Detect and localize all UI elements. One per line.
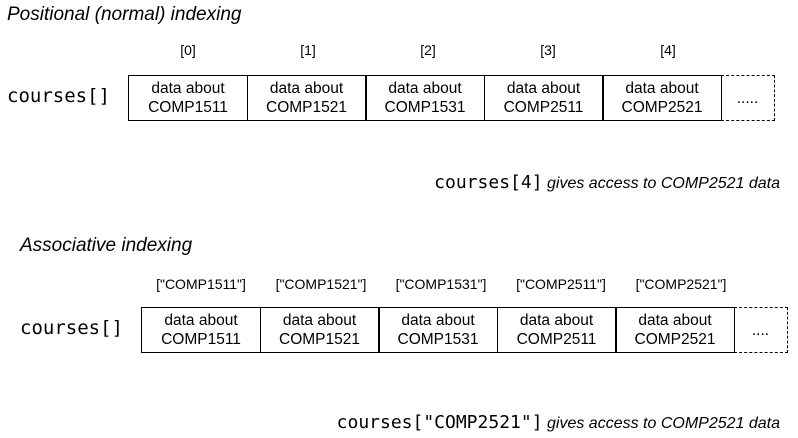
array-cell: data about COMP2521	[615, 307, 735, 353]
cell-line2: COMP2511	[503, 99, 584, 116]
caption-text: gives access to COMP2521 data	[542, 415, 780, 432]
cell-line1: data about	[506, 80, 581, 97]
array-cell: data about COMP1531	[378, 307, 498, 353]
key-label-2: ["COMP1531"]	[395, 276, 487, 292]
cell-line2: COMP2511	[516, 331, 597, 348]
cell-line1: data about	[625, 80, 699, 97]
cell-line1: data about	[401, 312, 475, 329]
associative-caption: courses["COMP2521"] gives access to COMP…	[337, 412, 780, 433]
associative-array-label: courses[]	[20, 317, 123, 339]
index-label-4: [4]	[660, 42, 676, 58]
cell-line2: COMP1531	[397, 331, 479, 348]
array-cell-more: ....	[733, 307, 788, 353]
key-label-3: ["COMP2511"]	[516, 276, 606, 292]
cell-line1: data about	[519, 312, 594, 329]
cell-line1: data about	[388, 80, 462, 97]
ellipsis-text: .....	[736, 89, 759, 107]
caption-code: courses["COMP2521"]	[336, 412, 543, 433]
key-label-0: ["COMP1511"]	[156, 276, 246, 292]
positional-array-label: courses[]	[7, 85, 110, 107]
array-cell: data about COMP2511	[483, 75, 604, 121]
index-label-2: [2]	[420, 42, 436, 58]
cell-line2: COMP1521	[279, 331, 360, 348]
associative-array: data about COMP1511 data about COMP1521 …	[141, 307, 788, 353]
cell-line2: COMP2521	[621, 99, 703, 116]
index-label-0: [0]	[180, 42, 196, 58]
cell-line1: data about	[164, 312, 238, 329]
positional-array: data about COMP1511 data about COMP1521 …	[128, 75, 775, 121]
cell-line2: COMP1511	[148, 99, 228, 116]
cell-line1: data about	[638, 312, 712, 329]
associative-heading: Associative indexing	[20, 235, 193, 256]
positional-heading: Positional (normal) indexing	[7, 4, 242, 25]
array-cell: data about COMP1511	[141, 307, 261, 353]
array-cell: data about COMP1521	[259, 307, 380, 353]
cell-line2: COMP1521	[266, 99, 347, 116]
array-cell: data about COMP2511	[496, 307, 617, 353]
caption-code: courses[4]	[434, 172, 543, 193]
array-cell-more: .....	[720, 75, 775, 121]
array-cell: data about COMP1511	[128, 75, 248, 121]
key-label-1: ["COMP1521"]	[275, 276, 367, 292]
ellipsis-text: ....	[751, 321, 770, 339]
key-label-4: ["COMP2521"]	[635, 276, 727, 292]
cell-line1: data about	[269, 80, 344, 97]
cell-line2: COMP2521	[634, 331, 716, 348]
array-cell: data about COMP1521	[246, 75, 367, 121]
cell-line2: COMP1511	[161, 331, 241, 348]
index-label-1: [1]	[300, 42, 316, 58]
cell-line1: data about	[151, 80, 225, 97]
caption-text: gives access to COMP2521 data	[542, 175, 780, 192]
index-label-3: [3]	[540, 42, 556, 58]
positional-caption: courses[4] gives access to COMP2521 data	[434, 172, 780, 193]
cell-line1: data about	[282, 312, 357, 329]
cell-line2: COMP1531	[384, 99, 466, 116]
array-cell: data about COMP2521	[602, 75, 722, 121]
array-cell: data about COMP1531	[365, 75, 485, 121]
